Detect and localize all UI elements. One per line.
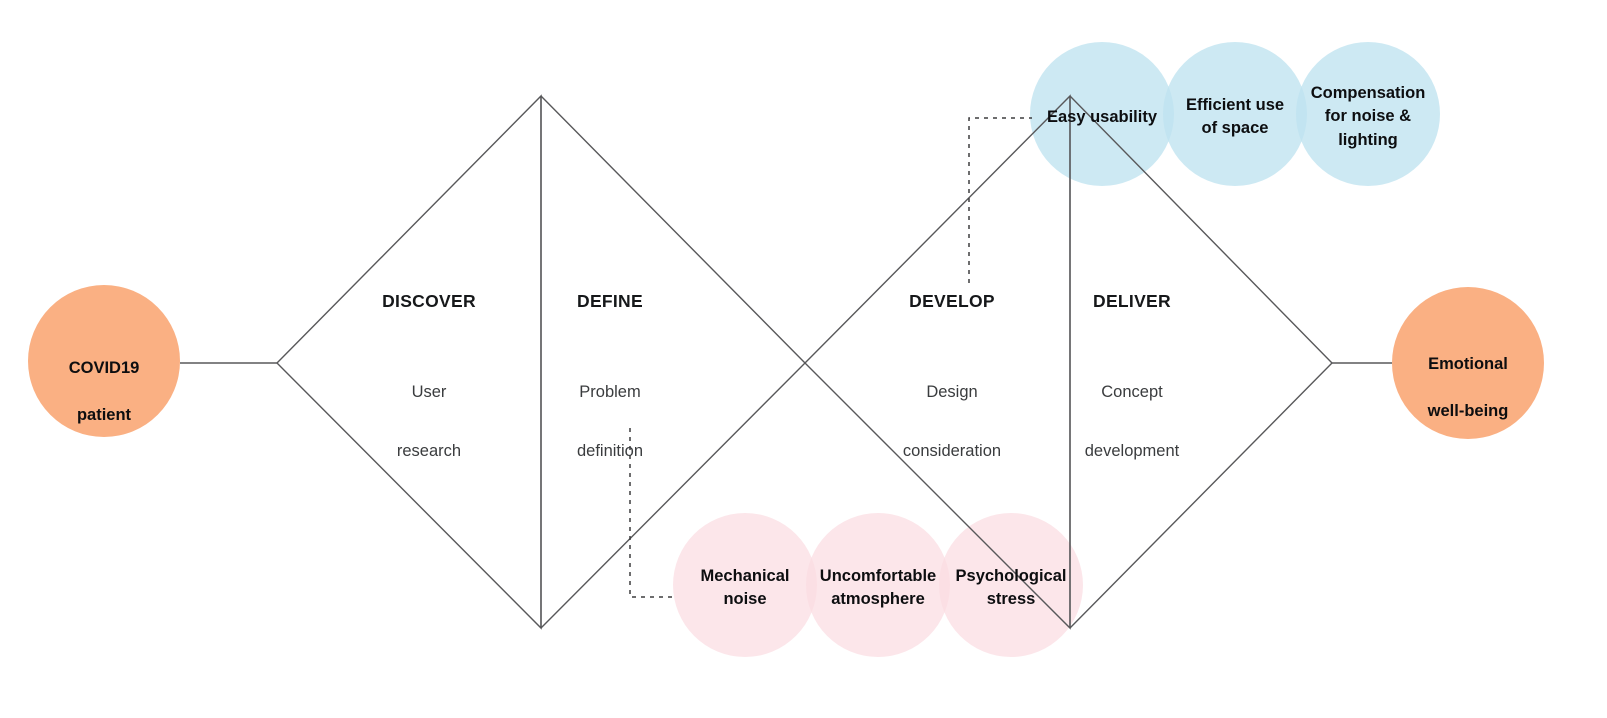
opportunity-circle-compensation-noise-lighting[interactable] [1296, 42, 1440, 186]
opportunity-circles-group [1030, 42, 1440, 186]
diamond-one-outline [276, 94, 542, 630]
start-node-circle[interactable] [28, 285, 180, 437]
problem-circle-psychological-stress[interactable] [939, 513, 1083, 657]
opportunity-circle-efficient-use-of-space[interactable] [1163, 42, 1307, 186]
dotted-leader-to-problems [629, 428, 674, 598]
dotted-leader-to-opportunities [968, 117, 1032, 283]
end-node-circle[interactable] [1392, 287, 1544, 439]
problem-circle-uncomfortable-atmosphere[interactable] [806, 513, 950, 657]
problem-circle-mechanical-noise[interactable] [673, 513, 817, 657]
problem-circles-group [673, 513, 1083, 657]
opportunity-circle-easy-usability[interactable] [1030, 42, 1174, 186]
